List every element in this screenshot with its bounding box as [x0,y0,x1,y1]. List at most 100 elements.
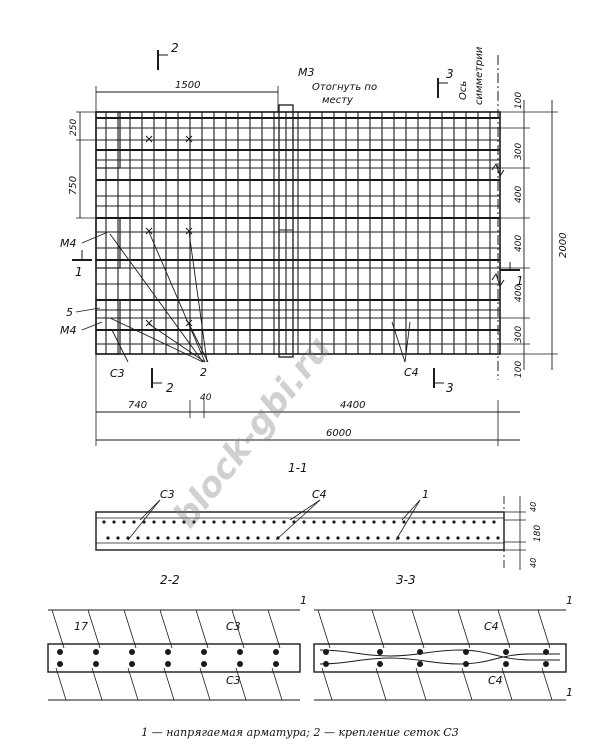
plan-view [72,50,558,446]
label-c3-bottom: С3 [226,674,241,687]
stirrup-line [267,609,281,649]
section-3-3-bars [317,609,553,701]
bar-dot [346,536,350,540]
dim-total-length: 6000 [326,428,351,439]
bar-dot [417,661,423,667]
label-c4-top: С4 [484,620,499,633]
bar-dot [326,536,330,540]
stirrup-line [271,667,283,701]
dim-bottom: 740 [128,400,147,411]
bar-dot [176,536,180,540]
bar-dot [356,536,360,540]
section-2-2-bars [51,609,283,701]
section-1-1 [95,496,526,570]
dim-right: 300 [514,143,524,160]
bar-dot [463,661,469,667]
bar-dot [332,520,336,524]
bar-dot [237,649,243,655]
dim-right: 100 [514,361,524,378]
dim-right: 400 [514,186,524,203]
bar-dot [406,536,410,540]
section-mark-bottom-right: 3 [446,381,454,395]
bar-dot [129,649,135,655]
axis-label-1: Ось [458,81,469,100]
bar-dot [256,536,260,540]
bar-dot [57,661,63,667]
break-mark [491,272,505,288]
transverse-bars [105,112,491,354]
dim-top: 1500 [175,80,200,91]
bar-dot [237,661,243,667]
bar-dot [402,520,406,524]
label-c3-top: С3 [226,620,241,633]
bar-dot [286,536,290,540]
bar-dot [186,536,190,540]
bar-dot [416,536,420,540]
stirrup-line [235,667,247,701]
bar-dot [93,661,99,667]
dim-right: 400 [514,235,524,252]
bar-dot [436,536,440,540]
bar-dot [386,536,390,540]
stirrup-line [461,667,473,701]
stirrup-line [501,667,513,701]
bar-dot [543,661,549,667]
section-arrow-2-bottom [151,368,162,388]
bar-dot [336,536,340,540]
bar-dot [392,520,396,524]
dim-ticks-right [500,111,558,355]
bar-dot [192,520,196,524]
axis-label-2: симметрии [474,46,485,105]
bar-dot [102,520,106,524]
section-arrow-1-right [500,262,520,271]
bar-dot [296,536,300,540]
mesh-m4-mid [95,217,121,269]
stirrup-line [91,667,103,701]
bar-dot [302,520,306,524]
bar-dot [252,520,256,524]
section-1-1-title: 1-1 [288,461,308,475]
bar-dot [212,520,216,524]
bar-dot [93,649,99,655]
note-bend-2: месту [322,95,354,106]
bar-dot [376,536,380,540]
label-1-sec3-top: 1 [566,594,573,607]
bar-dot [202,520,206,524]
stirrup-line [411,609,425,649]
bar-dot [472,520,476,524]
stirrup-line [123,609,137,649]
section-arrow-1-left [72,250,92,261]
label-5: 5 [66,306,73,319]
stirrup-line [87,609,101,649]
stirrup-line [537,609,551,649]
bar-dot [412,520,416,524]
bar-dot [362,520,366,524]
section-1-1-bars [102,520,500,540]
bar-dot [306,536,310,540]
bar-dot [417,649,423,655]
c3-fixings [145,135,193,327]
bar-dot [165,661,171,667]
bar-dot [222,520,226,524]
figure-caption: 1 — напрягаемая арматура; 2 — крепление … [141,726,459,739]
stirrup-line [317,609,331,649]
bar-dot [422,520,426,524]
label-m3: М3 [298,66,315,79]
bar-dot [476,536,480,540]
stirrup-line [457,609,471,649]
bar-dot [462,520,466,524]
bar-dot [246,536,250,540]
bar-dot [122,520,126,524]
dim-left-1: 250 [69,119,79,136]
section-2-2-title: 2-2 [160,573,180,587]
bar-dot [201,661,207,667]
leader-lines-c4 [391,321,411,363]
bar-dot [496,536,500,540]
stirrup-line [127,667,139,701]
bar-dot [486,536,490,540]
stirrup-line [163,667,175,701]
section-3-3-title: 3-3 [396,573,416,587]
bar-dot [432,520,436,524]
label-17: 17 [74,620,88,633]
